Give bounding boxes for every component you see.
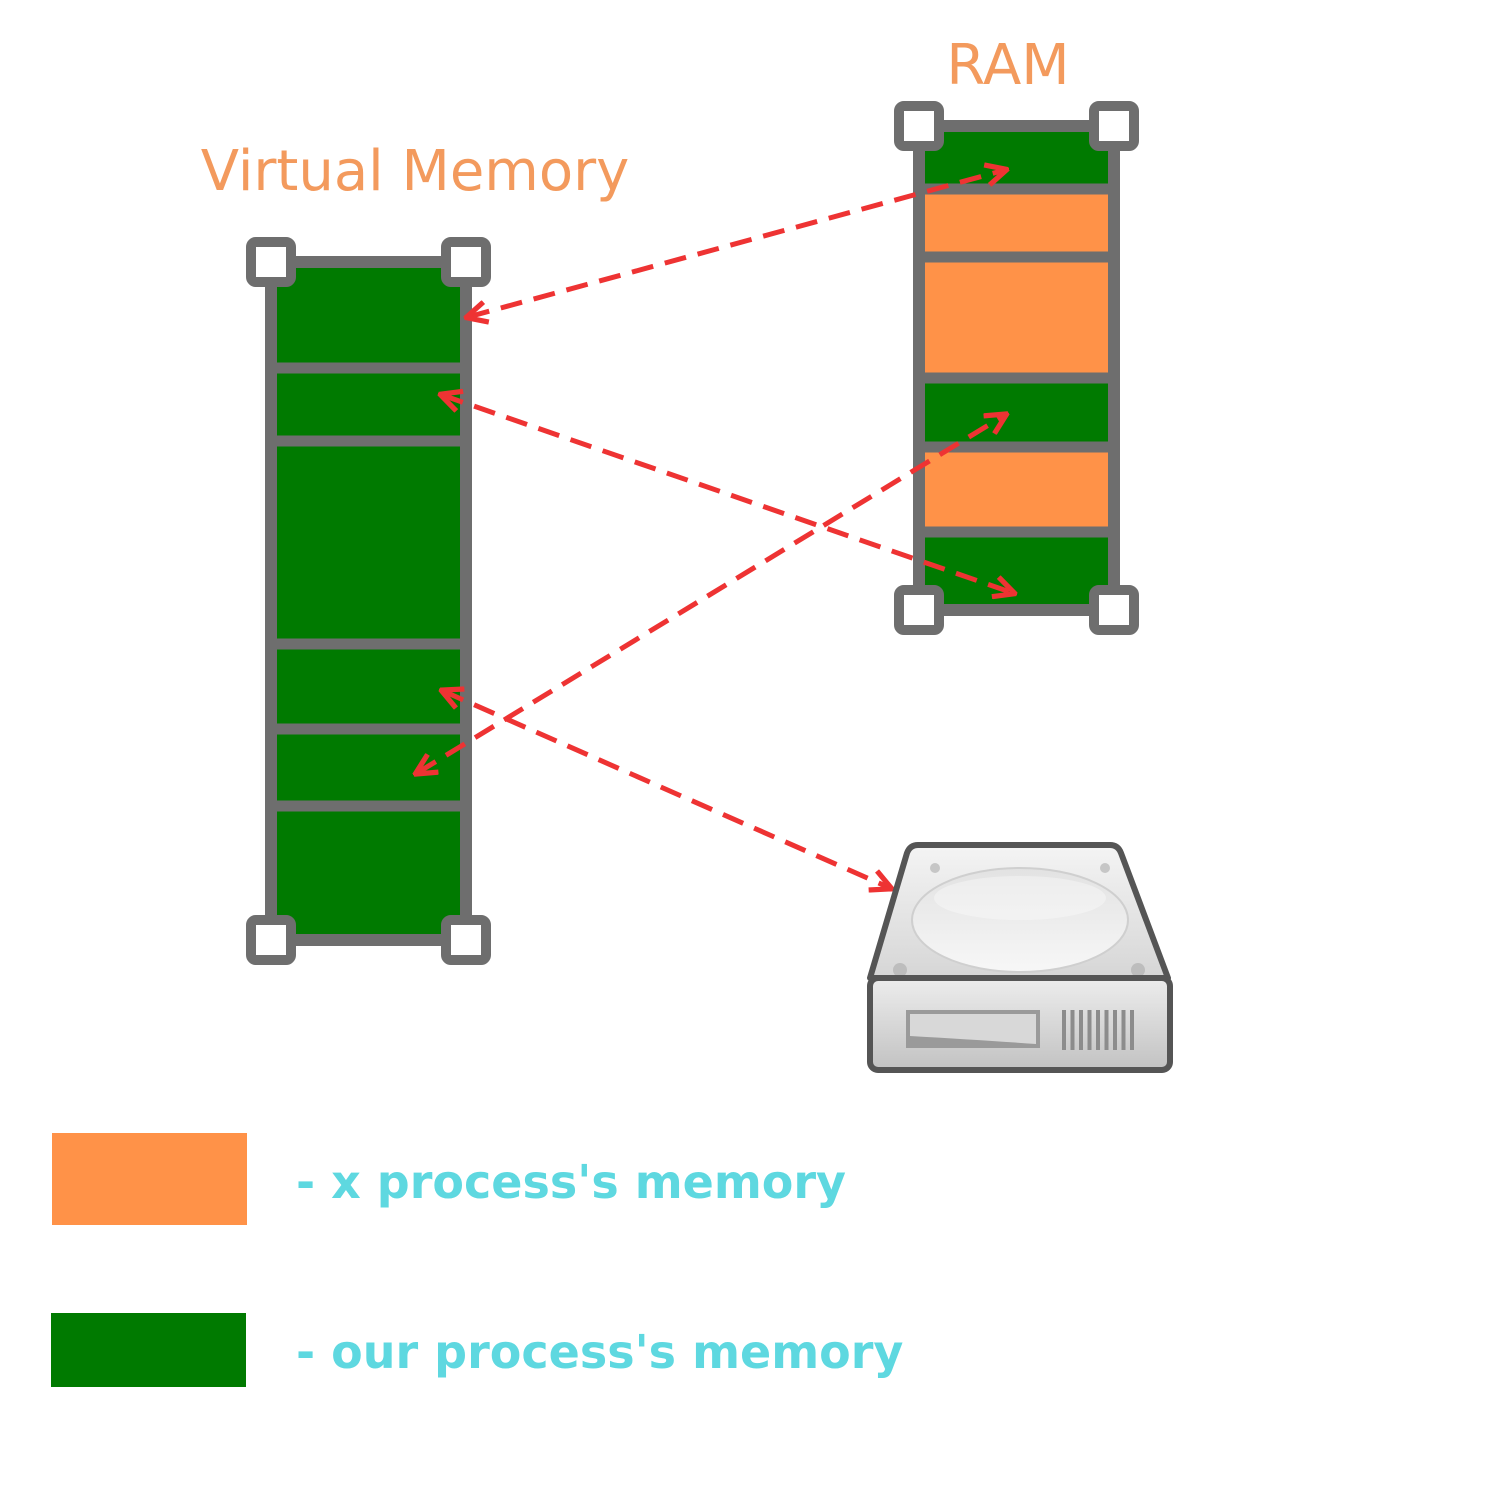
disk-vent: [1087, 1010, 1092, 1050]
corner-handle: [894, 585, 944, 635]
disk-vent: [1079, 1010, 1083, 1050]
corner-handle: [441, 237, 491, 287]
virtual-block-4: [276, 648, 461, 725]
virtual-block-6: [276, 810, 461, 936]
virtual-memory-title: Virtual Memory: [201, 139, 630, 204]
disk-vent: [1104, 1010, 1109, 1050]
virtual-block-2: [276, 372, 461, 437]
mapping-arrow-virtual-block-4-to-disk: [443, 691, 890, 888]
corner-handle: [894, 101, 944, 151]
disk-vent: [1130, 1010, 1134, 1050]
corner-handle: [246, 237, 296, 287]
disk-vent: [1113, 1010, 1117, 1050]
corner-handle: [1089, 101, 1139, 151]
virtual-memory-column: [246, 237, 491, 965]
disk-vent: [1121, 1010, 1126, 1050]
disk-vent: [1062, 1010, 1066, 1050]
corner-handle: [441, 915, 491, 965]
mapping-arrow-virtual-block-1-to-ram-block-1: [468, 170, 1005, 317]
ram-block-6: [924, 536, 1109, 606]
ram-block-2: [924, 193, 1109, 253]
legend-label-x-process: - x process's memory: [296, 1155, 846, 1209]
virtual-block-3: [276, 445, 461, 640]
legend-label-our-process: - our process's memory: [296, 1325, 903, 1379]
corner-handle: [1089, 585, 1139, 635]
disk-vent: [1096, 1010, 1100, 1050]
corner-handle: [246, 915, 296, 965]
legend-swatch-our-process: [51, 1313, 246, 1387]
virtual-block-1: [276, 266, 461, 364]
ram-column: [894, 101, 1139, 635]
disk-vent: [1070, 1010, 1075, 1050]
ram-block-3: [924, 261, 1109, 374]
ram-block-4: [924, 382, 1109, 443]
ram-title: RAM: [946, 33, 1069, 98]
virtual-block-5: [276, 733, 461, 802]
hard-disk-drive-icon: [867, 842, 1173, 1073]
legend-swatch-x-process: [52, 1133, 247, 1225]
ram-block-5: [924, 451, 1109, 528]
ram-frame: [913, 120, 1120, 616]
mapping-arrows: [417, 170, 1013, 888]
ram-block-1: [924, 130, 1109, 185]
